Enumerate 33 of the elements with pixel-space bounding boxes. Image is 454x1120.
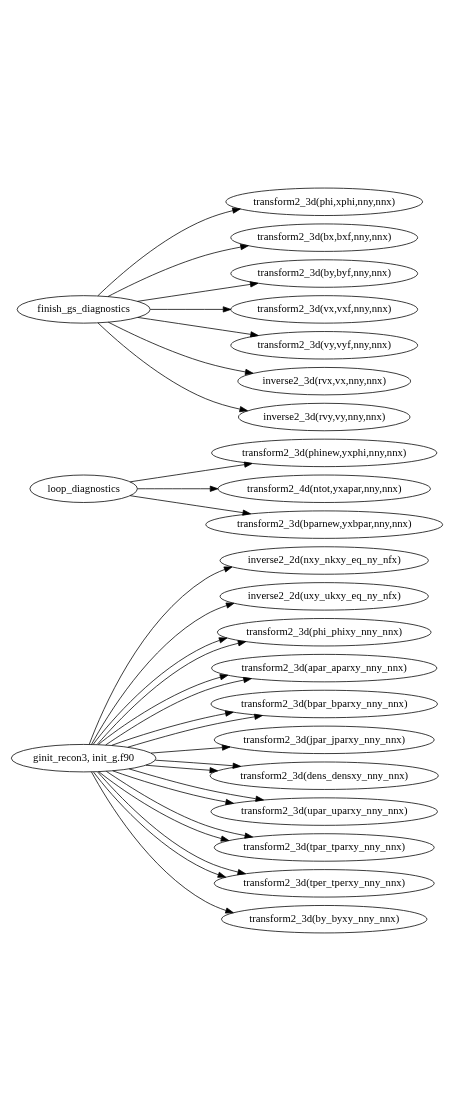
node-ellipse: ginit_recon3, init_g.f90	[10, 743, 157, 772]
node-ellipse: transform2_3d(vx,vxf,nny,nnx)	[230, 294, 418, 323]
arrow	[97, 322, 248, 412]
arrow	[150, 744, 231, 753]
arrow	[105, 770, 253, 839]
node-ellipse: finish_gs_diagnostics	[16, 294, 151, 323]
arrow	[127, 713, 263, 748]
arrow	[93, 771, 227, 878]
arrow	[92, 636, 228, 745]
arrow	[129, 494, 251, 516]
arrow	[97, 771, 246, 875]
arrow	[107, 243, 249, 297]
arrow	[137, 316, 259, 337]
arrow	[111, 710, 234, 746]
arrow	[129, 461, 253, 482]
node-ellipse: loop_diagnostics	[29, 474, 138, 503]
arrow	[128, 768, 264, 802]
node-ellipse: transform2_4d(ntot,yxapar,nny,nnx)	[217, 474, 431, 503]
arrow	[137, 280, 259, 302]
arrow	[91, 602, 235, 745]
arrow	[98, 673, 229, 745]
arrow	[91, 771, 234, 913]
arrow	[137, 485, 219, 492]
arrow	[150, 305, 232, 312]
arrow	[96, 639, 247, 745]
arrow	[107, 321, 254, 375]
arrow	[105, 676, 252, 745]
arrow	[88, 566, 233, 745]
arrow	[145, 764, 218, 773]
arrow	[97, 207, 241, 296]
arrow	[98, 770, 230, 842]
arrow	[155, 759, 242, 769]
arrow	[112, 769, 234, 805]
